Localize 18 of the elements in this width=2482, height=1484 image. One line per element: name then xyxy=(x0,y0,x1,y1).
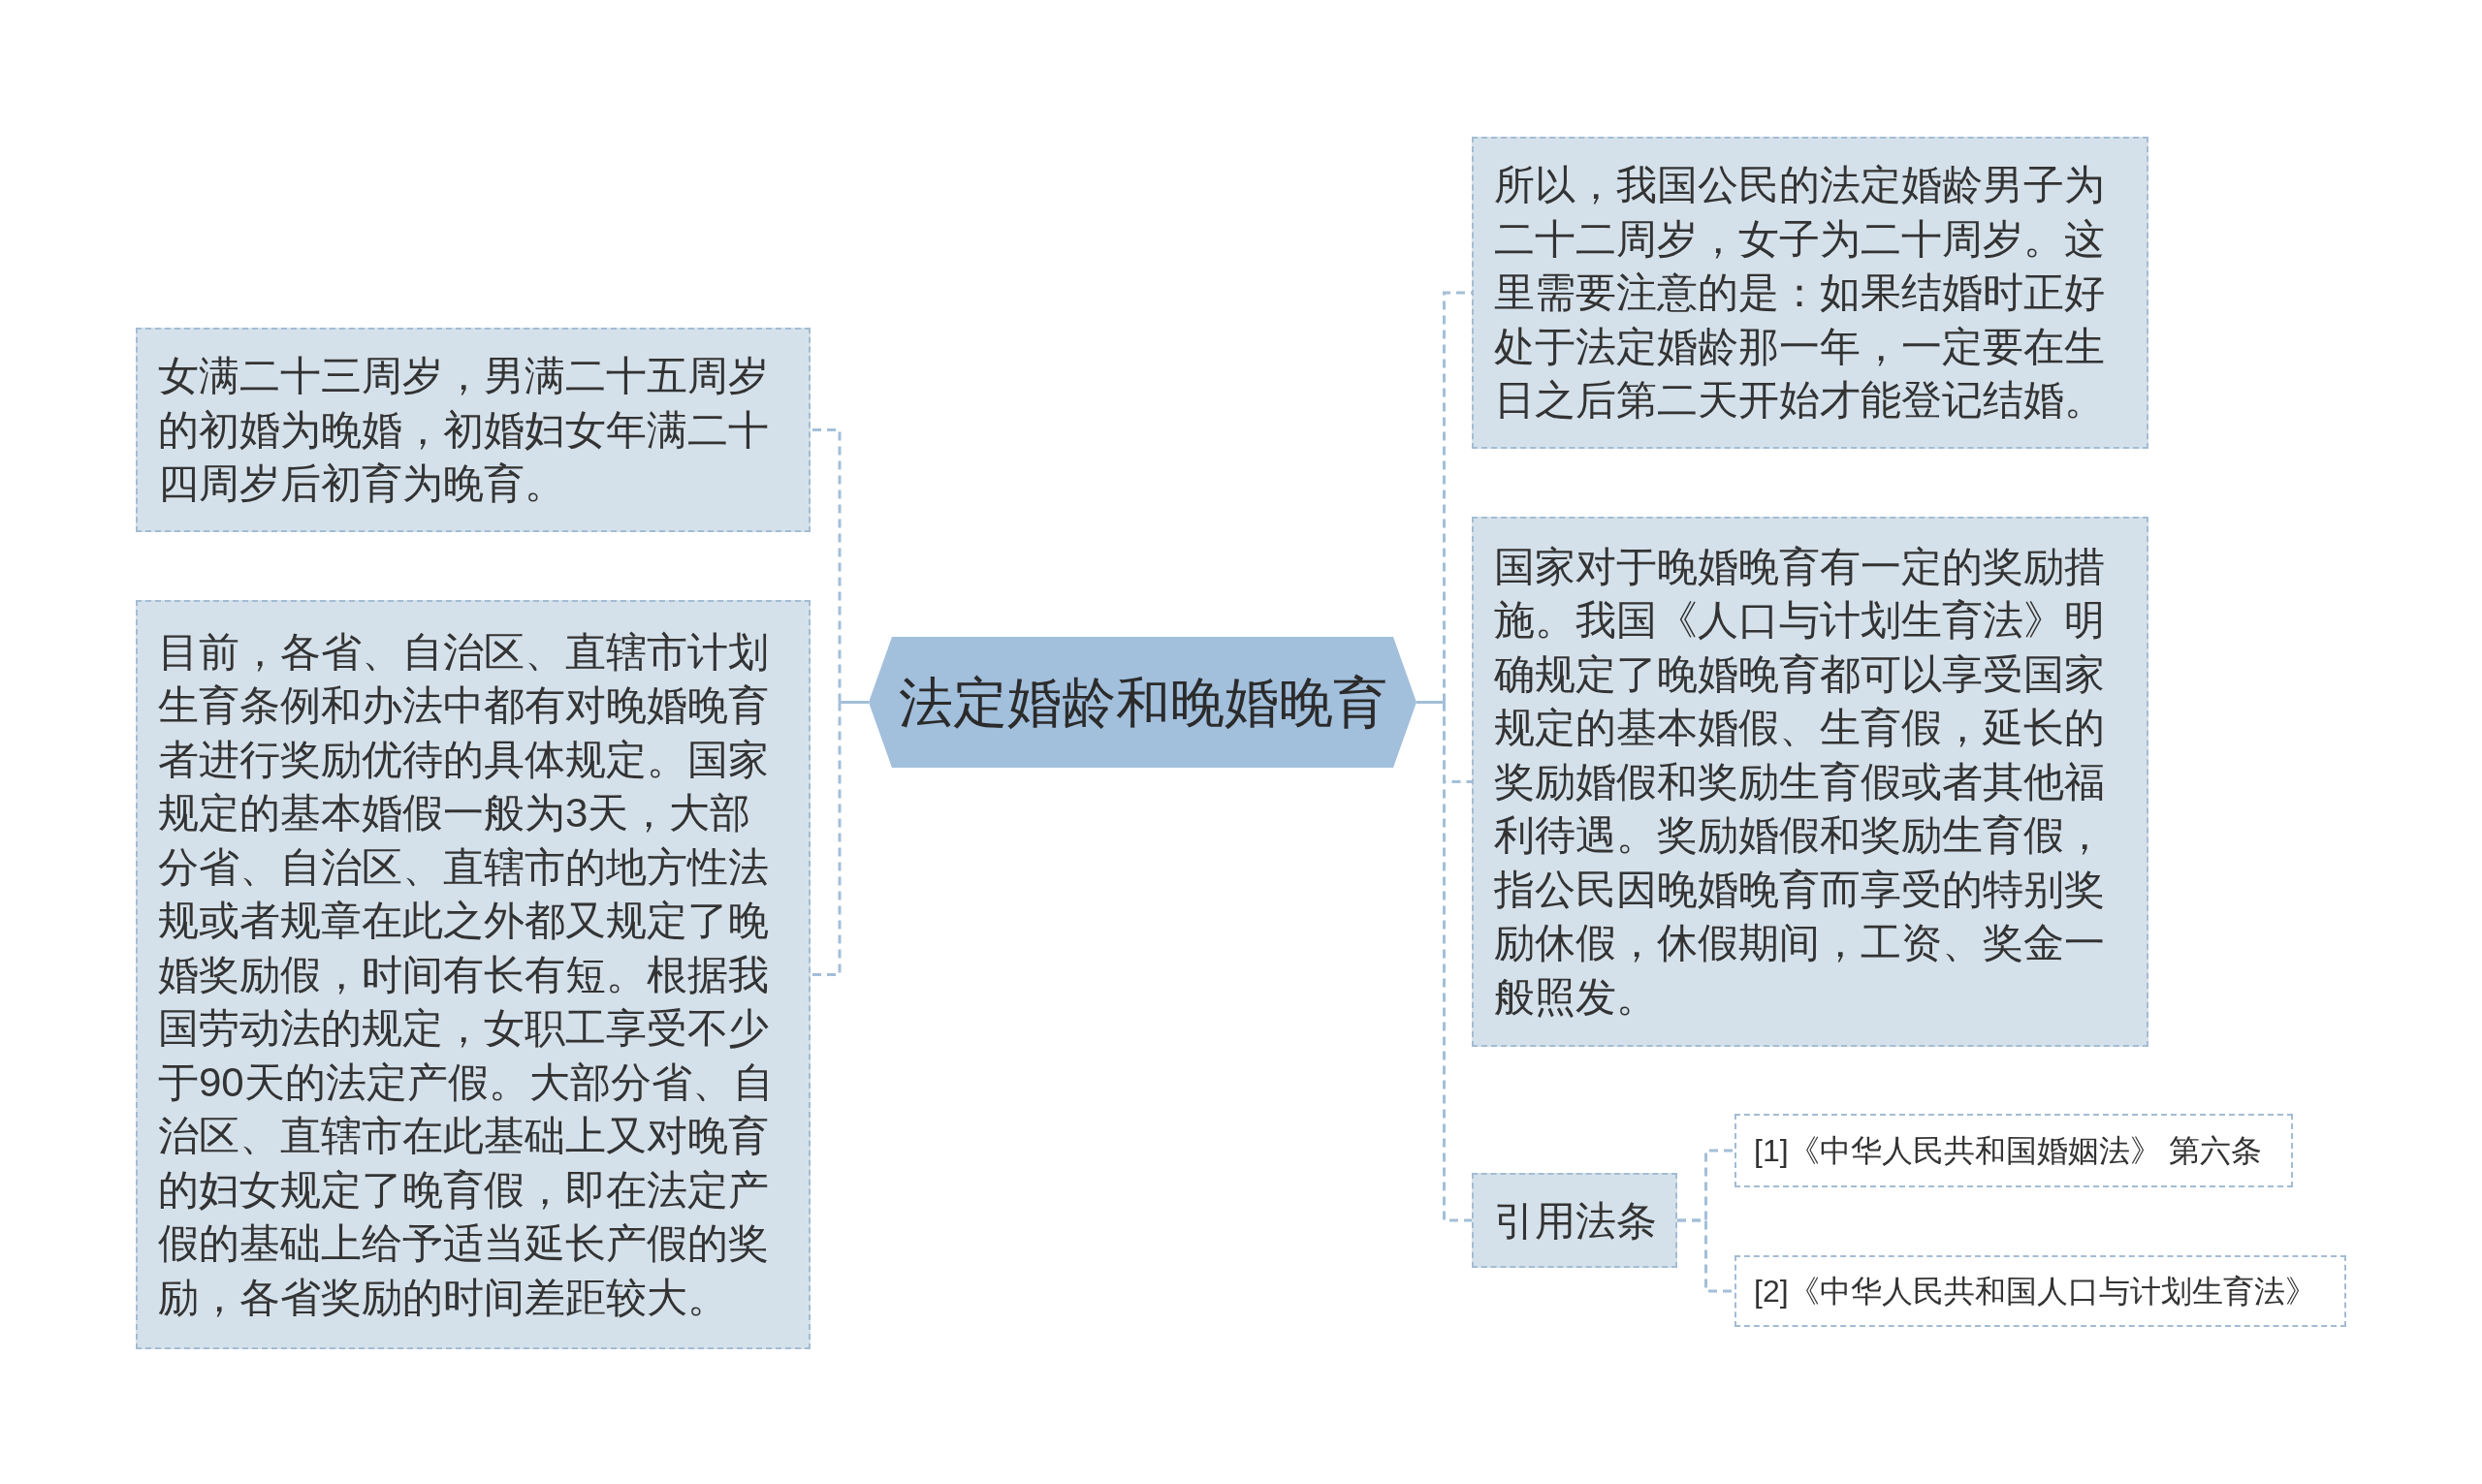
reference-box xyxy=(1734,1114,2293,1187)
category-label: 引用法条 xyxy=(1494,1196,1657,1246)
category-box xyxy=(1472,1173,1677,1268)
connector-line xyxy=(811,701,869,976)
note-text: 国家对于晚婚晚育有一定的奖励措施。我国《人口与计划生育法》明确规定了晚婚晚育都可以享受国家规定的基本婚假、生育假，延长的奖励婚假和奖励生育假或者其他福利待遇。奖励婚假和奖励生育假，指公民因晚婚晚育而享受的特别奖励休假，休假期间，工资、奖金一般照发。 xyxy=(1494,542,2106,1022)
note-text: 女满二十三周岁，男满二十五周岁的初婚为晚婚，初婚妇女年满二十四周岁后初育为晚育。 xyxy=(158,352,770,509)
note-box xyxy=(136,328,811,532)
reference-text: [1]《中华人民共和国婚姻法》 第六条 xyxy=(1754,1132,2264,1170)
note-box xyxy=(136,600,811,1349)
reference-text: [2]《中华人民共和国人口与计划生育法》 xyxy=(1754,1273,2317,1310)
topic-hexagon xyxy=(869,637,1416,768)
note-box xyxy=(1472,137,2148,449)
reference-box xyxy=(1734,1255,2346,1327)
connector-line xyxy=(1677,1218,1734,1293)
topic-title: 法定婚龄和晚婚晚育 xyxy=(898,670,1387,735)
note-text: 目前，各省、自治区、直辖市计划生育条例和办法中都有对晚婚晚育者进行奖励优待的具体规定。国家规定的基本婚假一般为3天，大部分省、自治区、直辖市的地方性法规或者规章在此之外都又规定了晚婚奖励假，时间有长有短。根据我国劳动法的规定，女职工享受不少于90天的法定产假。大部分省、自治区、直辖市在此基础上又对晚育的妇女规定了晚育假，即在法定产假的基础上给予适当延长产假的奖励，各省奖励的时间差距较大。 xyxy=(158,627,775,1322)
note-text: 所以，我国公民的法定婚龄男子为二十二周岁，女子为二十周岁。这里需要注意的是：如果结婚时正好处于法定婚龄那一年，一定要在生日之后第二天开始才能登记结婚。 xyxy=(1494,161,2106,426)
note-box xyxy=(1472,517,2148,1047)
